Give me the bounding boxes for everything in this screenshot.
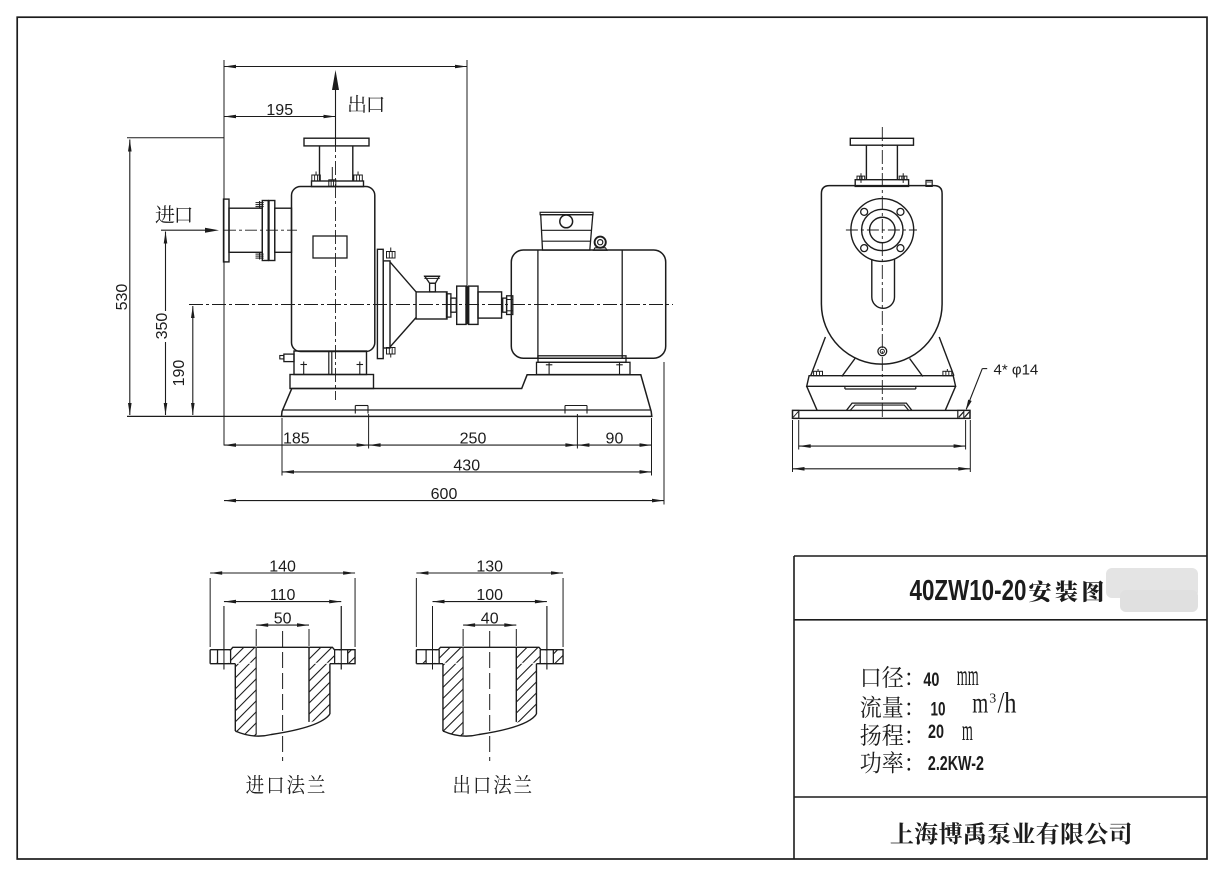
- svg-text:190: 190: [171, 360, 188, 387]
- svg-text:40ZW10-20: 40ZW10-20: [910, 575, 1027, 607]
- svg-text:140: 140: [269, 559, 296, 576]
- svg-text:40: 40: [481, 611, 499, 628]
- svg-text:m: m: [962, 714, 973, 747]
- svg-text:110: 110: [270, 587, 296, 604]
- svg-text:40: 40: [923, 670, 939, 691]
- svg-text:20: 20: [928, 722, 944, 743]
- svg-text:4* φ14: 4* φ14: [994, 362, 1039, 379]
- svg-text:430: 430: [453, 457, 480, 474]
- svg-text:2.2KW-2: 2.2KW-2: [928, 753, 984, 775]
- svg-text:50: 50: [274, 611, 292, 628]
- svg-text:mm: mm: [957, 659, 979, 692]
- svg-text:3: 3: [989, 692, 996, 707]
- svg-text:90: 90: [606, 431, 624, 448]
- svg-text:100: 100: [476, 587, 503, 604]
- svg-text:m: m: [972, 687, 988, 720]
- svg-text:195: 195: [266, 102, 293, 119]
- svg-text:530: 530: [114, 284, 131, 311]
- svg-text:10: 10: [931, 700, 946, 721]
- svg-text:350: 350: [154, 313, 171, 340]
- svg-text:600: 600: [431, 486, 458, 503]
- svg-text:250: 250: [460, 431, 487, 448]
- svg-text:185: 185: [283, 431, 310, 448]
- svg-text:/h: /h: [998, 687, 1017, 720]
- svg-text:130: 130: [476, 559, 503, 576]
